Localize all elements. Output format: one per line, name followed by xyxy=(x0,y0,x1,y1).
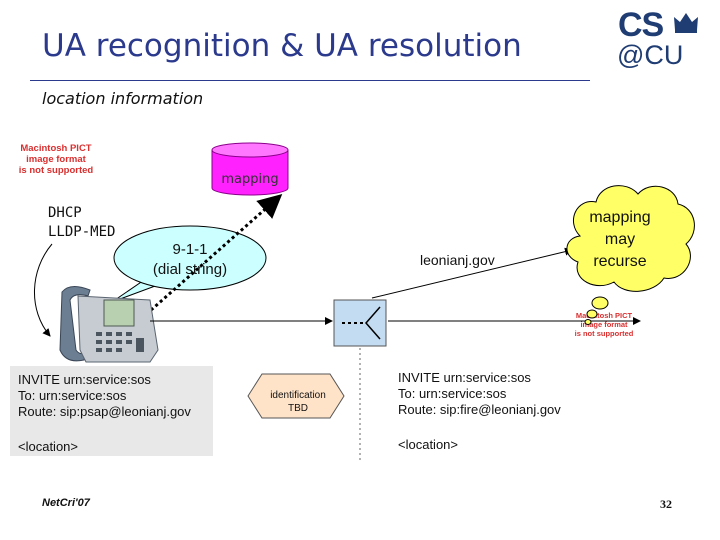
invite-message-left: INVITE urn:service:sos To: urn:service:s… xyxy=(10,366,213,456)
title-underline xyxy=(30,80,590,81)
pict-placeholder-right: Macintosh PICT image format is not suppo… xyxy=(574,311,634,338)
location-element-left: <location> xyxy=(18,439,78,454)
slide-title: UA recognition & UA resolution xyxy=(42,28,522,64)
mapping-db-label: mapping xyxy=(221,172,279,187)
database-icon xyxy=(211,142,289,196)
location-element-right: <location> xyxy=(398,437,458,452)
slide-subtitle: location information xyxy=(42,89,204,108)
mapping-cloud xyxy=(566,185,695,325)
mapping-query-line xyxy=(118,194,283,341)
footer-conference: NetCri'07 xyxy=(42,497,90,509)
pict-placeholder-top-left: Macintosh PICT image format is not suppo… xyxy=(18,143,94,176)
logo-cs: CS xyxy=(618,6,664,44)
phone-icon xyxy=(59,286,159,363)
cloud-text: mapping may recurse xyxy=(589,209,651,270)
invite-message-right: INVITE urn:service:sos To: urn:service:s… xyxy=(390,364,585,454)
router-icon xyxy=(333,299,387,347)
dhcp-label: DHCP LLDP-MED xyxy=(48,205,116,240)
mapping-recurse-arrow xyxy=(371,247,573,299)
logo-cu: @CU xyxy=(617,40,684,70)
dhcp-arrow xyxy=(34,243,53,337)
identification-shape xyxy=(247,373,345,419)
identification-text: identification TBD xyxy=(270,390,326,414)
dial-string-text: 9-1-1 (dial string) xyxy=(152,241,228,278)
page-number: 32 xyxy=(660,497,672,511)
crown-icon xyxy=(674,13,698,33)
proxy-label: leonianj.gov xyxy=(420,252,495,268)
